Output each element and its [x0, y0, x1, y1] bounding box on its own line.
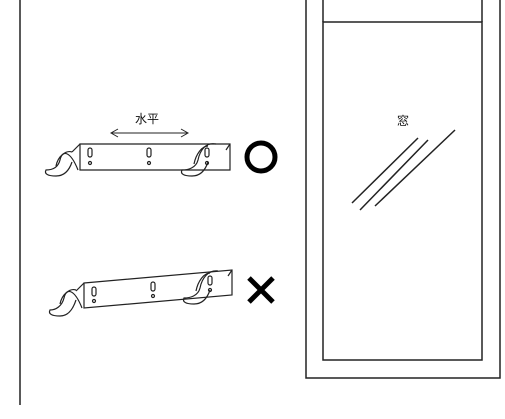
level-arrow — [109, 128, 190, 138]
correct-circle-icon — [244, 140, 278, 174]
window-icon — [305, 0, 501, 379]
level-label: 水平 — [135, 112, 160, 126]
window-label: 窓 — [397, 114, 410, 128]
bracket-level-icon — [44, 143, 231, 177]
incorrect-cross-icon — [247, 276, 275, 304]
bracket-tilted-icon — [48, 269, 233, 317]
